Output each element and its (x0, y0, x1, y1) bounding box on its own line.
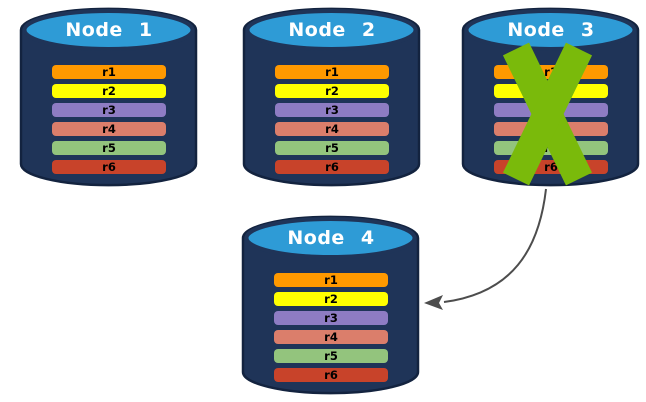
node-4-label: Node 4 (287, 227, 375, 249)
replica-label: r4 (325, 122, 339, 136)
replica-label: r2 (325, 84, 339, 98)
replica-label: r6 (324, 368, 338, 382)
node-2-label: Node 2 (288, 19, 376, 41)
replica-label: r1 (324, 273, 338, 287)
replica-bar: r4 (52, 122, 166, 136)
replica-label: r5 (325, 141, 339, 155)
node-2-replica-list: r1 r2 r3 r4 r5 r6 (275, 65, 389, 174)
replica-bar: r2 (274, 292, 388, 306)
replica-bar: r3 (274, 311, 388, 325)
replica-bar: r6 (52, 160, 166, 174)
failure-x-icon (502, 42, 593, 186)
replica-bar: r6 (275, 160, 389, 174)
replica-label: r1 (325, 65, 339, 79)
node-2: Node 2 r1 r2 r3 r4 r5 r6 (242, 6, 422, 188)
node-1-label: Node 1 (65, 19, 153, 41)
node-1-replica-list: r1 r2 r3 r4 r5 r6 (52, 65, 166, 174)
replica-bar: r2 (52, 84, 166, 98)
replica-label: r5 (324, 349, 338, 363)
replica-bar: r5 (52, 141, 166, 155)
replica-label: r1 (102, 65, 116, 79)
replica-bar: r2 (275, 84, 389, 98)
replica-bar: r5 (274, 349, 388, 363)
replica-bar: r3 (275, 103, 389, 117)
replica-label: r3 (324, 311, 338, 325)
replica-bar: r4 (275, 122, 389, 136)
node-3: Node 3 r1 r2 r3 r4 r5 r6 (461, 6, 641, 188)
replica-label: r6 (102, 160, 116, 174)
replica-bar: r1 (275, 65, 389, 79)
replica-label: r6 (325, 160, 339, 174)
replica-bar: r4 (274, 330, 388, 344)
node-4: Node 4 r1 r2 r3 r4 r5 r6 (241, 214, 421, 396)
replica-bar: r1 (274, 273, 388, 287)
node-1: Node 1 r1 r2 r3 r4 r5 r6 (19, 6, 199, 188)
node-4-replica-list: r1 r2 r3 r4 r5 r6 (274, 273, 388, 382)
replica-bar: r1 (52, 65, 166, 79)
replica-label: r2 (324, 292, 338, 306)
replica-label: r3 (102, 103, 116, 117)
replica-label: r6 (544, 160, 558, 174)
node-3-label: Node 3 (507, 19, 595, 41)
replica-label: r4 (324, 330, 338, 344)
replica-label: r4 (102, 122, 116, 136)
replica-label: r3 (325, 103, 339, 117)
replica-label: r5 (102, 141, 116, 155)
replica-bar: r3 (52, 103, 166, 117)
replica-bar: r5 (275, 141, 389, 155)
replica-bar: r6 (274, 368, 388, 382)
replica-label: r2 (102, 84, 116, 98)
